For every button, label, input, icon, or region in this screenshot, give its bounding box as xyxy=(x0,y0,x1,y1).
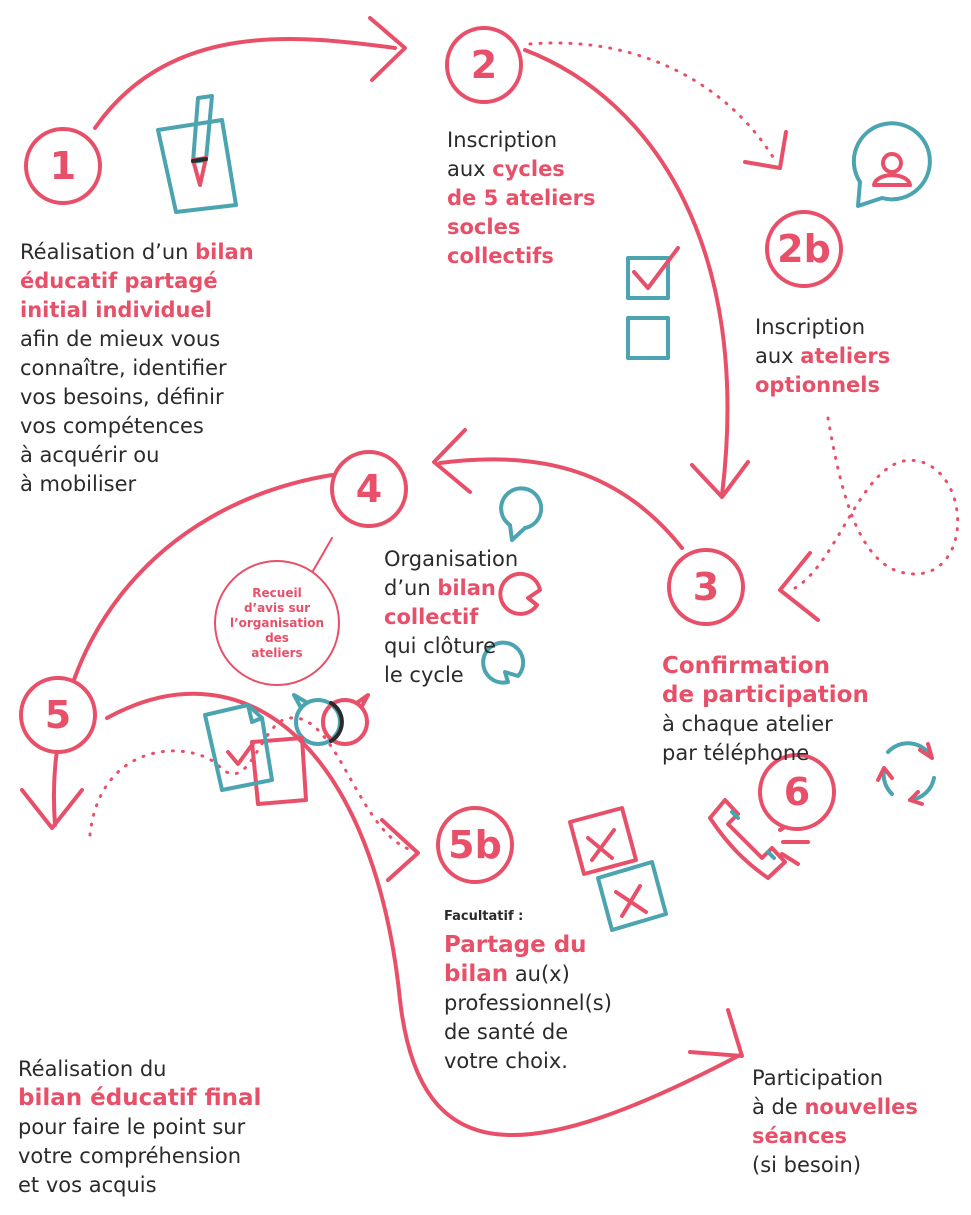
step-5-highlight: bilan éducatif final xyxy=(18,1085,262,1111)
dotted-2b-to-3 xyxy=(793,416,960,590)
arrowhead-2b xyxy=(743,130,788,170)
step-4-dun: d’un xyxy=(384,576,438,600)
recueil-line: l’organisation xyxy=(229,615,325,630)
person-speech-bubble-icon xyxy=(851,121,932,208)
step-2-number: 2 xyxy=(445,26,523,104)
step-4-line: qui clôture xyxy=(384,634,497,658)
step-5-line: Réalisation du xyxy=(18,1057,167,1081)
step-4-highlight: bilan xyxy=(437,576,496,600)
speech-bubbles-icon xyxy=(292,486,544,746)
step-6-highlight: séances xyxy=(752,1124,848,1148)
dotted-5-to-5b xyxy=(88,716,422,854)
step-2b-aux: aux xyxy=(755,344,801,368)
envelopes-icon xyxy=(568,806,668,932)
pencil-paper-icon xyxy=(156,94,238,214)
step-5b-text: Facultatif : Partage du bilan au(x) prof… xyxy=(444,902,612,1076)
step-2-highlight: cycles xyxy=(492,157,565,181)
step-2b-text: Inscription aux ateliers optionnels xyxy=(755,313,890,400)
step-6-text: Participation à de nouvelles séances (si… xyxy=(752,1064,918,1180)
arrow-2-to-3 xyxy=(523,48,750,499)
step-5b-line: professionnel(s) xyxy=(444,991,612,1015)
step-2-highlight: socles xyxy=(447,215,521,239)
recueil-line: des xyxy=(265,630,289,645)
recueil-line: Recueil xyxy=(252,585,302,600)
step-4-highlight: collectif xyxy=(384,605,479,629)
step-5-number: 5 xyxy=(19,676,97,754)
checkbox-list-icon xyxy=(626,246,680,360)
step-1-text: Réalisation d’un bilan éducatif partagé … xyxy=(20,238,254,499)
step-5b-rest: au(x) xyxy=(508,962,570,986)
step-4-line: Organisation xyxy=(384,547,519,571)
step-3-highlight: de participation xyxy=(662,682,869,708)
step-5b-line: votre choix. xyxy=(444,1049,568,1073)
document-check-icon xyxy=(203,703,308,806)
step-1-highlight: bilan xyxy=(195,240,254,264)
step-5b-highlight: Partage du xyxy=(444,932,587,958)
step-2b-number: 2b xyxy=(765,210,843,288)
step-6-ade: à de xyxy=(752,1095,805,1119)
step-6-number: 6 xyxy=(758,753,836,831)
step-1-line: vos compétences xyxy=(20,414,204,438)
step-3-line: à chaque atelier xyxy=(662,712,833,736)
arrow-4-to-5 xyxy=(20,473,334,830)
step-5b-number: 5b xyxy=(436,806,514,884)
step-2-aux: aux xyxy=(447,157,493,181)
step-5-line: et vos acquis xyxy=(18,1173,157,1197)
step-3-highlight: Confirmation xyxy=(662,653,830,679)
arrowhead-3 xyxy=(778,551,820,622)
step-1-highlight: initial individuel xyxy=(20,298,212,322)
step-1-highlight: éducatif partagé xyxy=(20,269,218,293)
refresh-cycle-icon xyxy=(876,741,936,806)
step-2-highlight: de 5 ateliers xyxy=(447,186,596,210)
step-5b-line: de santé de xyxy=(444,1020,569,1044)
step-1-line: afin de mieux vous xyxy=(20,327,221,351)
step-5-text: Réalisation du bilan éducatif final pour… xyxy=(18,1055,261,1200)
recueil-line: d’avis sur xyxy=(243,600,311,615)
step-6-line: Participation xyxy=(752,1066,884,1090)
step-1-line: connaître, identifier xyxy=(20,356,227,380)
step-2b-line: Inscription xyxy=(755,315,866,339)
step-4-line: le cycle xyxy=(384,663,464,687)
step-2-text: Inscription aux cycles de 5 ateliers soc… xyxy=(447,126,595,271)
step-1-intro: Réalisation d’un xyxy=(20,240,196,264)
step-1-line: à mobiliser xyxy=(20,472,137,496)
step-2b-highlight: optionnels xyxy=(755,373,880,397)
step-5b-optional-label: Facultatif : xyxy=(444,909,524,924)
step-4-text: Organisation d’un bilan collectif qui cl… xyxy=(384,545,518,690)
step-2-line: Inscription xyxy=(447,128,558,152)
step-3-number: 3 xyxy=(667,548,745,626)
recueil-avis-badge: Recueil d’avis sur l’organisation des at… xyxy=(214,560,340,686)
step-3-text: Confirmation de participation à chaque a… xyxy=(662,652,869,768)
arrow-5-to-6 xyxy=(105,691,744,1137)
step-5-line: pour faire le point sur xyxy=(18,1115,246,1139)
step-1-line: vos besoins, définir xyxy=(20,385,224,409)
step-6-line: (si besoin) xyxy=(752,1153,862,1177)
step-2-highlight: collectifs xyxy=(447,244,554,268)
step-1-number: 1 xyxy=(24,127,102,205)
step-5-line: votre compréhension xyxy=(18,1144,242,1168)
dotted-2-to-2b xyxy=(528,41,778,164)
arrow-1-to-2 xyxy=(93,16,407,130)
step-6-highlight: nouvelles xyxy=(804,1095,918,1119)
recueil-line: ateliers xyxy=(251,645,303,660)
step-5b-highlight: bilan xyxy=(444,961,509,987)
step-4-number: 4 xyxy=(330,450,408,528)
step-2b-highlight: ateliers xyxy=(800,344,891,368)
step-3-line: par téléphone xyxy=(662,741,810,765)
arrow-3-to-4 xyxy=(432,428,684,550)
step-1-line: à acquérir ou xyxy=(20,443,160,467)
arrowhead-5b xyxy=(380,818,420,882)
